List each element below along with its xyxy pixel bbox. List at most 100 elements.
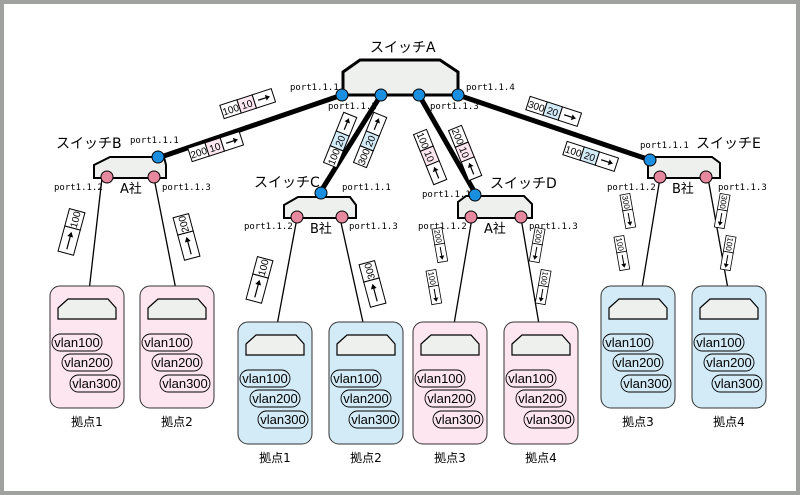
link-b-site1 [87,177,103,301]
vlan-pill [703,353,755,372]
switch-a-body [341,58,460,97]
tag-vlan-label: 300 [718,195,729,210]
port-icon[interactable] [643,153,657,167]
vlan-label: vlan100 [696,335,742,350]
port-icon[interactable] [100,170,114,184]
vlan-label: vlan100 [242,371,288,386]
link-e-site3 [639,177,661,301]
vlan-label: vlan300 [260,412,306,427]
link-d-site3 [451,217,473,337]
site-label: 拠点2 [161,415,193,429]
site-switch-icon [57,298,117,320]
switch-d-title: スイッチD [490,176,557,192]
company-label: B社 [672,181,694,197]
port-icon[interactable] [290,210,304,224]
vlan-pill [239,369,291,388]
tag-vlan-label: 100 [539,271,550,286]
vlan-label: vlan100 [417,371,463,386]
vlan-label: vlan300 [72,376,118,391]
port-icon[interactable] [699,170,713,184]
arrow-head-icon [370,283,377,290]
company-label: B社 [310,221,332,237]
access-tag: 100 [57,207,86,256]
tag-id-label: 10 [240,98,254,112]
port-label: port1.1.1 [290,83,339,93]
link-c-site1 [274,217,298,337]
access-tag: 100 [613,234,631,272]
access-tag: 100 [245,255,274,304]
port-icon[interactable] [314,186,328,200]
tag-vlan-label: 300 [363,261,378,280]
access-tag: 100 [719,234,737,272]
access-links [87,177,731,337]
arrow-head-icon [467,163,474,169]
port-icon[interactable] [412,88,426,102]
tag-vlan-label: 200 [533,229,544,244]
tag-id-label: 10 [421,149,436,164]
access-tag: 200 [431,226,449,264]
trunk-links [157,92,651,193]
switch-b-title: スイッチB [56,136,122,152]
vlan-pill [505,369,557,388]
port-label: port1.1.1 [342,183,391,193]
port-icon[interactable] [468,188,482,202]
arrow-head-icon [717,221,723,226]
tag-vlan-label: 200 [432,229,443,244]
port-icon[interactable] [151,150,165,164]
link-d-site4 [520,217,542,337]
access-tag: 300 [358,259,387,308]
port-icon[interactable] [147,170,161,184]
port-icon[interactable] [464,210,478,224]
vlan-pill [612,353,664,372]
link-e-site4 [707,177,731,301]
vlan-pill [257,410,309,429]
tag-vlan-label: 100 [69,210,84,229]
port-icon[interactable] [335,88,349,102]
tag-vlan-label: 100 [257,258,272,277]
port-label: port1.1.3 [529,222,578,232]
switch-c[interactable]: スイッチC port1.1.1 port1.1.2 port1.1.3 B社 [244,175,398,237]
arrow-head-icon [184,236,191,243]
site-switch-icon [420,334,480,356]
port-label: port1.1.1 [422,190,471,200]
port-icon[interactable] [653,170,667,184]
port-label: port1.1.4 [466,83,515,93]
port-icon[interactable] [374,88,388,102]
site-label: 拠点4 [713,415,745,429]
port-icon[interactable] [335,210,349,224]
link-a-c [318,93,384,193]
switch-a[interactable]: スイッチA port1.1.1 port1.1.2 port1.1.3 port… [290,40,515,112]
arrow-head-icon [627,221,633,226]
vlan-label: vlan200 [615,355,661,370]
arrow-head-icon [67,231,74,238]
vlan-label: vlan200 [252,391,298,406]
tag-vlan-label: 300 [526,99,546,115]
site-switch-icon [336,334,396,356]
vlan-label: vlan300 [623,376,669,391]
vlan-label: vlan200 [64,355,110,370]
port-icon[interactable] [451,88,465,102]
switch-c-title: スイッチC [254,175,320,191]
switch-b[interactable]: スイッチB port1.1.1 port1.1.2 port1.1.3 A社 [54,136,211,197]
switch-d[interactable]: スイッチD port1.1.1 port1.1.2 port1.1.3 A社 [418,176,578,237]
port-label: port1.1.2 [607,183,656,193]
switch-e[interactable]: スイッチE port1.1.1 port1.1.2 port1.1.3 B社 [607,136,767,197]
link-c-site2 [339,217,367,337]
arrow-head-icon [607,159,613,166]
port-icon[interactable] [514,210,528,224]
tag-vlan-label: 200 [189,146,209,162]
port-label: port1.1.2 [244,222,293,232]
access-tag: 200 [172,212,201,261]
